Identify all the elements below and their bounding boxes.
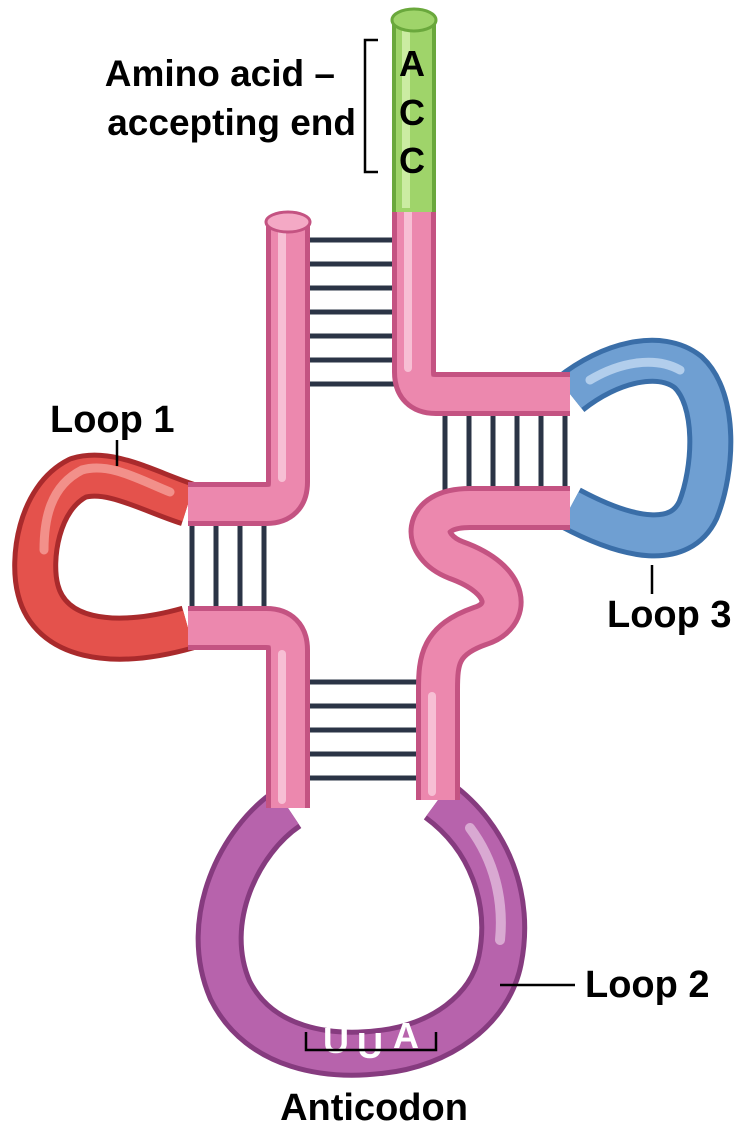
acceptor-nucleotide-2: C [399,92,425,133]
loop3-ring [570,361,710,536]
acceptor-bracket [365,40,378,172]
amino-acid-label-line2: accepting end [107,102,356,143]
acceptor-stem-pairs [300,240,408,384]
amino-acid-label-line1: Amino acid – [105,53,335,94]
loop3-label: Loop 3 [607,594,732,636]
stem-backbone [188,208,570,808]
anticodon-stem-pairs [300,682,425,778]
loop1-label: Loop 1 [50,399,175,441]
anticodon-label: Anticodon [280,1087,468,1127]
d-stem-pairs [192,522,264,612]
anticodon-nucleotide-1: U [323,1020,349,1061]
anticodon-nucleotide-2: U [357,1025,383,1066]
loop2-ring [220,800,504,1054]
loop2-label: Loop 2 [585,964,710,1006]
acceptor-nucleotide-3: C [399,140,425,181]
t-stem-pairs [445,410,565,492]
acceptor-nucleotide-1: A [399,43,425,84]
loop1-ring [35,468,188,639]
